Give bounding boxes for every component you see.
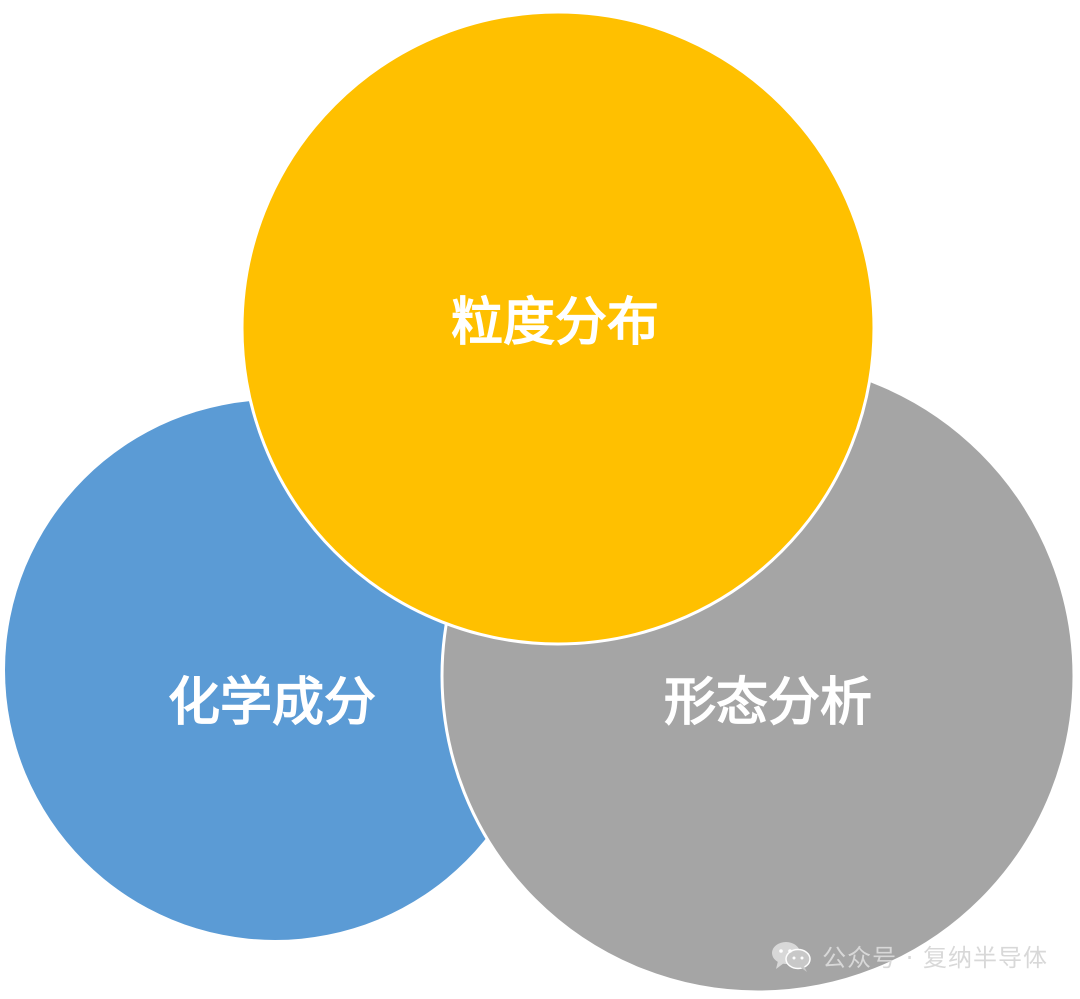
label-chemical-composition: 化学成分 <box>168 673 376 733</box>
watermark: 公众号 · 复纳半导体 <box>770 938 1048 973</box>
label-particle-size-distribution: 粒度分布 <box>451 293 659 353</box>
wechat-icon <box>772 941 811 972</box>
label-morphology-analysis: 形态分析 <box>664 673 872 733</box>
circle-particle-size-distribution <box>240 10 876 646</box>
watermark-text: 公众号 · 复纳半导体 <box>822 944 1048 972</box>
